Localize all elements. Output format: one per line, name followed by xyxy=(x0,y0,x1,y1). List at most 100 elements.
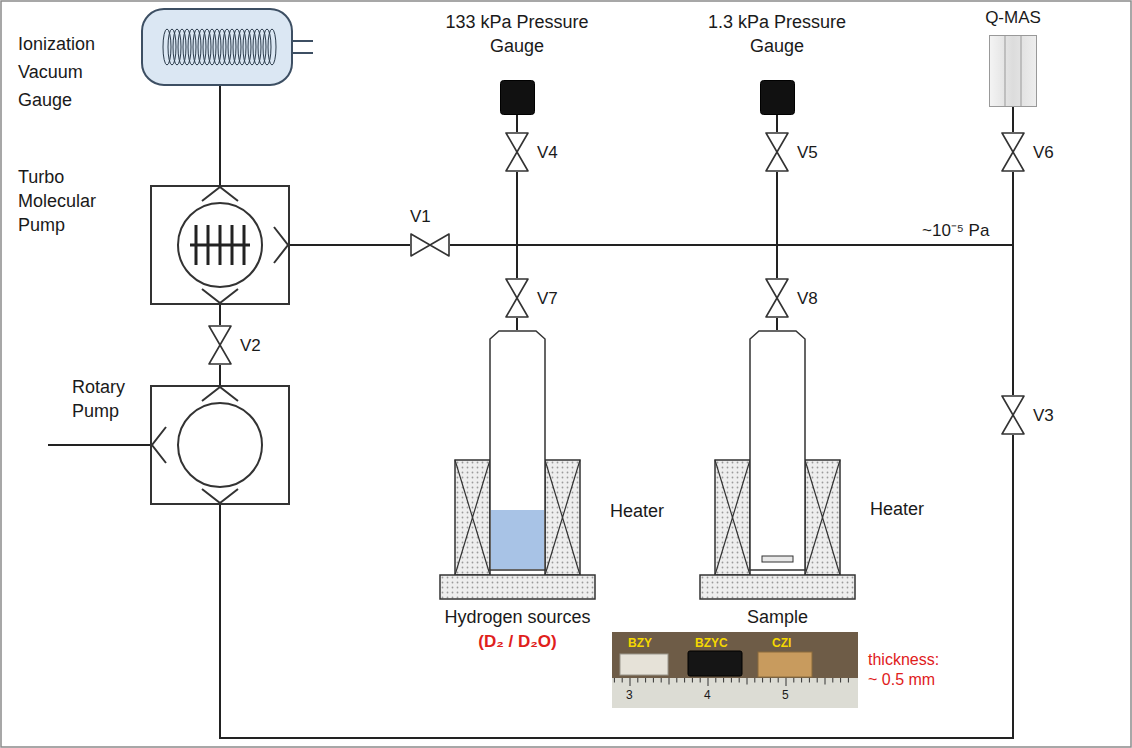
ionization-gauge-shape-part xyxy=(258,29,266,65)
ruler-tick xyxy=(661,678,662,683)
valve-symbol: V5 xyxy=(765,132,789,172)
ionization-gauge-shape-part xyxy=(193,29,201,65)
ionization-gauge-shape-part xyxy=(223,29,231,65)
valve-symbol-shape xyxy=(208,325,232,365)
ionization-gauge-shape-part xyxy=(233,29,241,65)
gauge-label: 1.3 kPa Pressure Gauge xyxy=(702,10,852,58)
ruler-tick xyxy=(825,678,826,685)
valve-symbol-shape-part xyxy=(506,279,528,298)
valve-symbol: V8 xyxy=(765,278,789,318)
pipe-line xyxy=(776,115,778,132)
ionization-gauge-shape-part xyxy=(253,29,261,65)
turbo-pump-shape-part xyxy=(178,203,262,287)
sample-label: Sample xyxy=(700,606,855,629)
valve-label: V4 xyxy=(537,142,558,164)
pipe-line xyxy=(516,318,518,330)
bzyc-piece xyxy=(688,651,742,676)
ruler-tick xyxy=(630,678,631,686)
ruler-tick xyxy=(770,678,771,683)
valve-label: V8 xyxy=(797,288,818,310)
ionization-gauge-shape-part xyxy=(238,29,246,65)
ruler-number: 3 xyxy=(626,688,633,703)
pressure-gauge-shape xyxy=(760,80,795,115)
hydrogen-source-shape-part xyxy=(455,460,490,575)
sample-cell-shape-part xyxy=(805,460,840,575)
thickness-note: thickness: ~ 0.5 mm xyxy=(868,650,950,690)
bzy-piece xyxy=(620,654,668,675)
mass-spectrometer-shape xyxy=(989,35,1037,107)
ruler-tick xyxy=(645,678,646,683)
valve-symbol: V7 xyxy=(505,278,529,318)
rotary-pump-shape-part xyxy=(178,403,262,487)
ruler-tick xyxy=(723,678,724,683)
ruler-tick xyxy=(832,678,833,683)
ruler-tick xyxy=(809,678,810,683)
ruler-tick xyxy=(731,678,732,683)
ruler-tick xyxy=(801,678,802,683)
hydrogen-source-shape-part xyxy=(545,460,580,575)
ionization-gauge-shape-part xyxy=(178,29,186,65)
valve-symbol: V1 xyxy=(410,233,450,257)
valve-symbol-shape-part xyxy=(766,279,788,298)
turbo-pump-shape-part xyxy=(151,186,289,304)
pressure-gauge-shape xyxy=(500,80,535,115)
valve-symbol-shape-part xyxy=(766,152,788,171)
valve-symbol: V4 xyxy=(505,132,529,172)
source-gas: (D₂ / D₂O) xyxy=(430,631,605,653)
ionization-gauge-shape-part xyxy=(183,29,191,65)
source-label: Hydrogen sources xyxy=(430,606,605,629)
ruler-tick xyxy=(684,678,685,683)
sample-cell-shape-part xyxy=(700,575,855,599)
instrument-label: Q-MAS xyxy=(973,7,1053,29)
ruler-tick xyxy=(700,678,701,683)
ruler-tick xyxy=(676,678,677,683)
valve-symbol-shape-part xyxy=(506,133,528,152)
ruler-ticks xyxy=(614,678,848,686)
ruler-tick xyxy=(739,678,740,683)
ruler-number: 4 xyxy=(704,688,711,703)
hydrogen-source-shape-part xyxy=(491,510,544,569)
valve-symbol: V6 xyxy=(1001,132,1025,172)
ruler-tick xyxy=(786,678,787,686)
ruler-tick xyxy=(715,678,716,683)
pipe-line xyxy=(450,245,777,278)
gauge-label: Ionization Vacuum Gauge xyxy=(18,30,118,114)
valve-symbol-shape-part xyxy=(766,133,788,152)
valve-label: V3 xyxy=(1033,405,1054,427)
exhaust-pipe xyxy=(48,444,150,446)
sample-name: BZY xyxy=(628,636,652,651)
valve-label: V5 xyxy=(797,142,818,164)
rotary-pump-shape-part xyxy=(152,387,238,503)
ionization-gauge-shape-part xyxy=(268,29,276,65)
sample-cell-shape-part xyxy=(715,460,750,575)
ruler-number: 5 xyxy=(782,688,789,703)
hydrogen-source-shape-part xyxy=(490,331,545,570)
ruler-tick xyxy=(669,678,670,685)
ruler-tick xyxy=(614,678,615,683)
valve-symbol-shape-part xyxy=(209,345,231,364)
ionization-gauge-shape-part xyxy=(263,29,271,65)
valve-symbol-shape-part xyxy=(411,234,430,256)
pipe-line xyxy=(450,172,517,245)
ruler-tick xyxy=(754,678,755,683)
heater-label: Heater xyxy=(870,498,924,521)
pump-label: Rotary Pump xyxy=(72,375,142,423)
hydrogen-source-shape xyxy=(440,330,595,600)
pressure-gauge-shape-part xyxy=(501,81,535,115)
sample-cell-shape-part xyxy=(715,460,750,575)
ionization-gauge-shape-part xyxy=(163,29,171,65)
pipe-line xyxy=(290,244,410,246)
valve-symbol-shape xyxy=(1001,395,1025,435)
ruler-tick xyxy=(762,678,763,683)
ionization-gauge-shape-part xyxy=(142,9,292,85)
rotary-pump-shape xyxy=(150,385,290,505)
valve-label: V6 xyxy=(1033,142,1054,164)
photo-ground xyxy=(612,632,858,708)
hydrogen-source-shape-part xyxy=(455,460,490,575)
czi-piece xyxy=(758,652,812,677)
ionization-gauge-shape-part xyxy=(198,29,206,65)
valve-symbol-shape-part xyxy=(209,326,231,345)
valve-symbol-shape-part xyxy=(766,298,788,317)
ruler-tick xyxy=(708,678,709,686)
